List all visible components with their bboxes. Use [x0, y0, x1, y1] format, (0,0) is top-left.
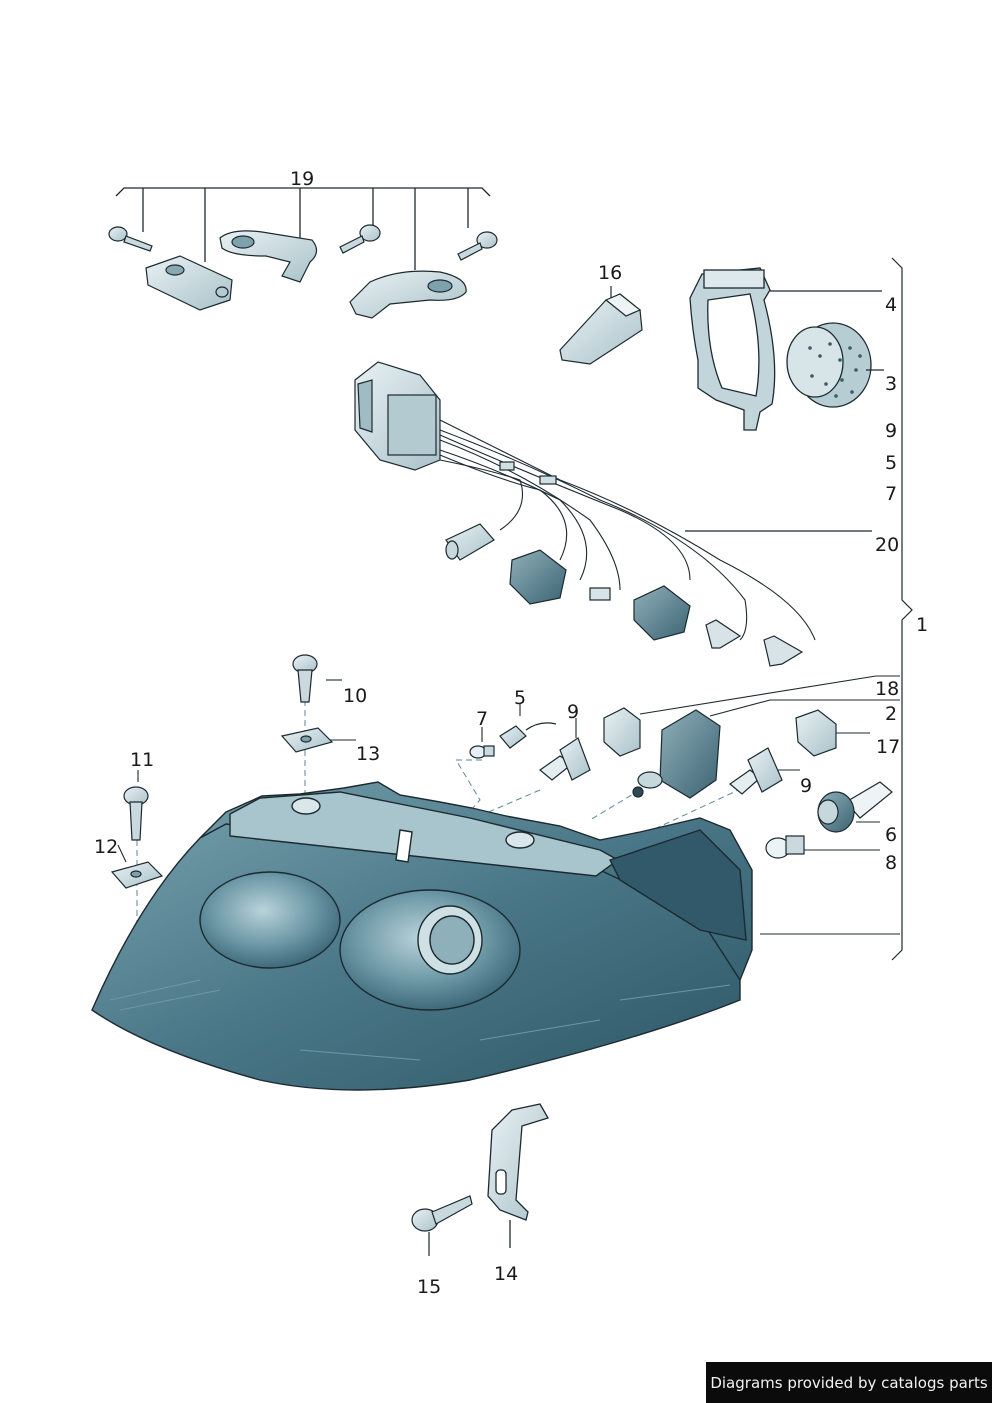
callout-14: 14	[494, 1263, 519, 1285]
socket-17	[795, 709, 837, 757]
callout-13: 13	[356, 743, 381, 765]
callout-7-right: 7	[885, 483, 898, 505]
callout-19: 19	[290, 168, 315, 190]
callout-9-left: 9	[567, 701, 580, 723]
bracket-block	[145, 255, 233, 311]
bracket-kit-group	[115, 187, 491, 270]
callout-7-left: 7	[476, 708, 489, 730]
callout-5-right: 5	[885, 452, 898, 474]
harness-socket-round	[445, 523, 495, 561]
callout-17: 17	[876, 736, 901, 758]
bulb-8	[765, 835, 805, 859]
wiring-harness	[354, 361, 872, 667]
callout-1: 1	[916, 614, 929, 636]
callout-18: 18	[875, 678, 900, 700]
socket-18	[603, 707, 641, 757]
callout-9-top: 9	[885, 420, 898, 442]
callout-15: 15	[417, 1276, 442, 1298]
callout-6: 6	[885, 824, 898, 846]
callout-2: 2	[885, 703, 898, 725]
wedge-cover	[559, 286, 643, 365]
reflector-left	[199, 871, 341, 969]
levelling-motor-2	[632, 709, 721, 799]
bulb-7	[469, 745, 495, 759]
dust-cap	[786, 322, 884, 408]
bracket-screw-right	[457, 231, 498, 261]
callout-12: 12	[94, 836, 119, 858]
clip-12	[110, 861, 164, 889]
bracket-plate-2	[349, 270, 467, 319]
harness-connector-b	[633, 585, 691, 641]
callout-19-brace	[115, 187, 491, 197]
callout-4: 4	[885, 294, 898, 316]
callout-5-left: 5	[514, 687, 527, 709]
callout-8: 8	[885, 852, 898, 874]
harness-terminal-2	[763, 635, 804, 667]
seal-frame	[689, 267, 882, 431]
callout-11: 11	[130, 749, 155, 771]
bulb-9-left	[539, 737, 591, 781]
bulb-holder-6	[817, 781, 893, 833]
screw-11	[123, 786, 149, 841]
bulb-9-right	[729, 747, 783, 795]
harness-terminal-1	[705, 619, 742, 649]
callout-1-brace	[891, 257, 913, 961]
bracket-plate-1	[219, 230, 318, 283]
clip-13	[280, 727, 334, 753]
callout-9-right: 9	[800, 775, 813, 797]
harness-connector-small	[589, 587, 611, 601]
attribution-banner: Diagrams provided by catalogs parts	[706, 1362, 992, 1403]
bracket-screw-left	[108, 226, 153, 252]
bracket-screw-mid	[339, 224, 381, 254]
callout-3: 3	[885, 373, 898, 395]
harness-connector-a	[509, 549, 567, 605]
callout-20: 20	[875, 534, 900, 556]
callout-16: 16	[598, 262, 623, 284]
headlight-housing	[91, 781, 753, 1091]
mounting-bracket-14	[487, 1103, 549, 1248]
screw-10	[292, 654, 318, 703]
bulb-socket-5	[499, 722, 557, 749]
leader-lines	[117, 675, 900, 935]
callout-10: 10	[343, 685, 368, 707]
screw-15	[411, 1195, 473, 1256]
